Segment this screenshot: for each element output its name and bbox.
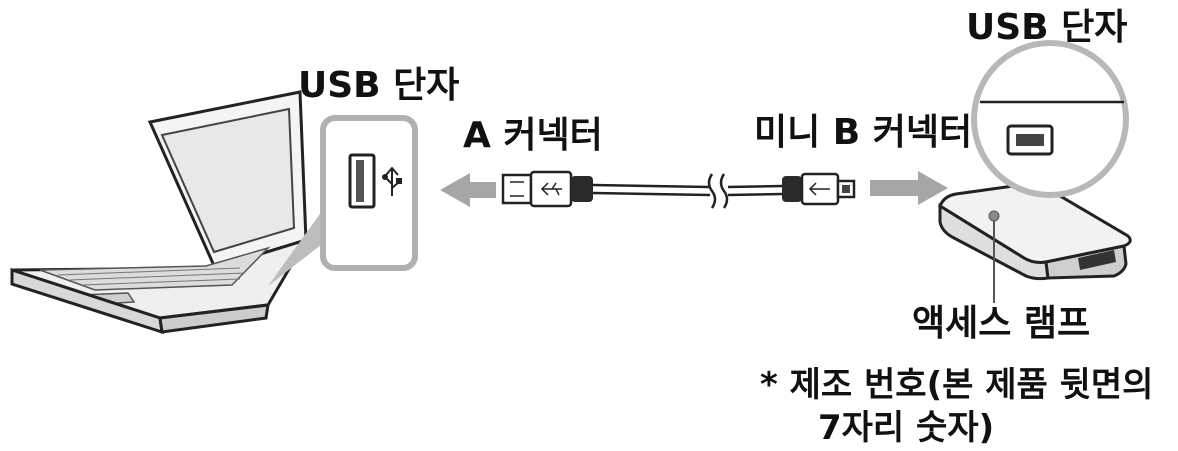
card-reader-device [938, 182, 1132, 281]
access-lamp-label: 액세스 램프 [912, 303, 1091, 344]
arrow-to-laptop-port [440, 173, 496, 207]
device-usb-port-callout [971, 40, 1129, 198]
arrow-to-reader-port [870, 171, 948, 205]
laptop-callout-wedge [268, 200, 330, 286]
usb-cable [501, 170, 856, 209]
laptop-illustration [10, 90, 310, 335]
usb-symbol-icon [382, 166, 402, 196]
mini-b-connector-label: 미니 B 커넥터 [754, 112, 973, 153]
laptop-usb-port-label: USB 단자 [298, 65, 460, 106]
device-usb-port-label: USB 단자 [966, 7, 1128, 48]
a-connector-label: A 커넥터 [463, 115, 603, 156]
access-lamp-indicator [988, 210, 1000, 222]
serial-number-note-line1: * 제조 번호(본 제품 뒷면의 [760, 365, 1154, 405]
laptop-usb-port-callout [320, 115, 418, 271]
serial-number-note-line2: 7자리 숫자) [818, 408, 995, 448]
